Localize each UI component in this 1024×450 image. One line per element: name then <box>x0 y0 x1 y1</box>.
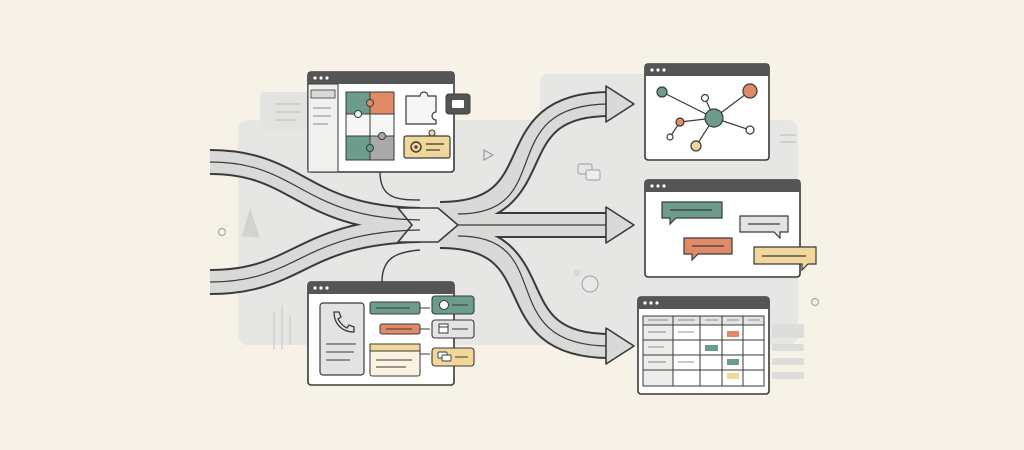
puzzle-piece-icon <box>405 91 437 125</box>
arrowhead-bottom <box>605 327 635 365</box>
connector-top-window <box>379 171 421 201</box>
decor-dot-left <box>217 227 227 237</box>
table-grid-icon <box>642 315 765 387</box>
decor-dot-right <box>810 297 820 307</box>
contact-card <box>319 302 365 376</box>
window-controls <box>643 301 659 305</box>
calendar-icon <box>431 319 475 339</box>
chat-bubble-icon <box>445 93 471 115</box>
network-graph-icon <box>656 83 758 152</box>
window-controls <box>650 68 666 72</box>
gear-icon <box>403 129 451 159</box>
arrowhead-middle <box>605 206 635 244</box>
decor-wedge <box>242 208 260 238</box>
window-controls <box>650 184 666 188</box>
decor-vertical-lines <box>273 305 291 350</box>
chat-bubble-icon <box>577 163 601 181</box>
table-window <box>637 296 770 395</box>
background-panel-small <box>260 92 310 130</box>
decor-lines-left <box>276 103 300 121</box>
phone-icon <box>333 311 355 333</box>
connector-bottom-window <box>381 249 421 283</box>
network-window <box>644 63 770 161</box>
decor-circle-mid <box>574 270 599 293</box>
chat-bubble-icon <box>431 347 475 367</box>
chat-bubble-icon <box>431 295 475 315</box>
chat-bubble-icon <box>661 201 817 272</box>
decor-lines-right <box>780 134 796 143</box>
contact-window <box>307 281 475 386</box>
decor-bars-right <box>772 324 804 379</box>
flow-roads <box>209 85 635 365</box>
arrowhead-top <box>605 85 635 123</box>
chat-window <box>644 179 817 278</box>
merge-junction <box>396 207 460 243</box>
window-controls <box>313 76 329 80</box>
integration-window <box>307 71 471 173</box>
puzzle-icon <box>345 91 395 161</box>
window-controls <box>313 286 329 290</box>
play-icon <box>483 148 495 162</box>
